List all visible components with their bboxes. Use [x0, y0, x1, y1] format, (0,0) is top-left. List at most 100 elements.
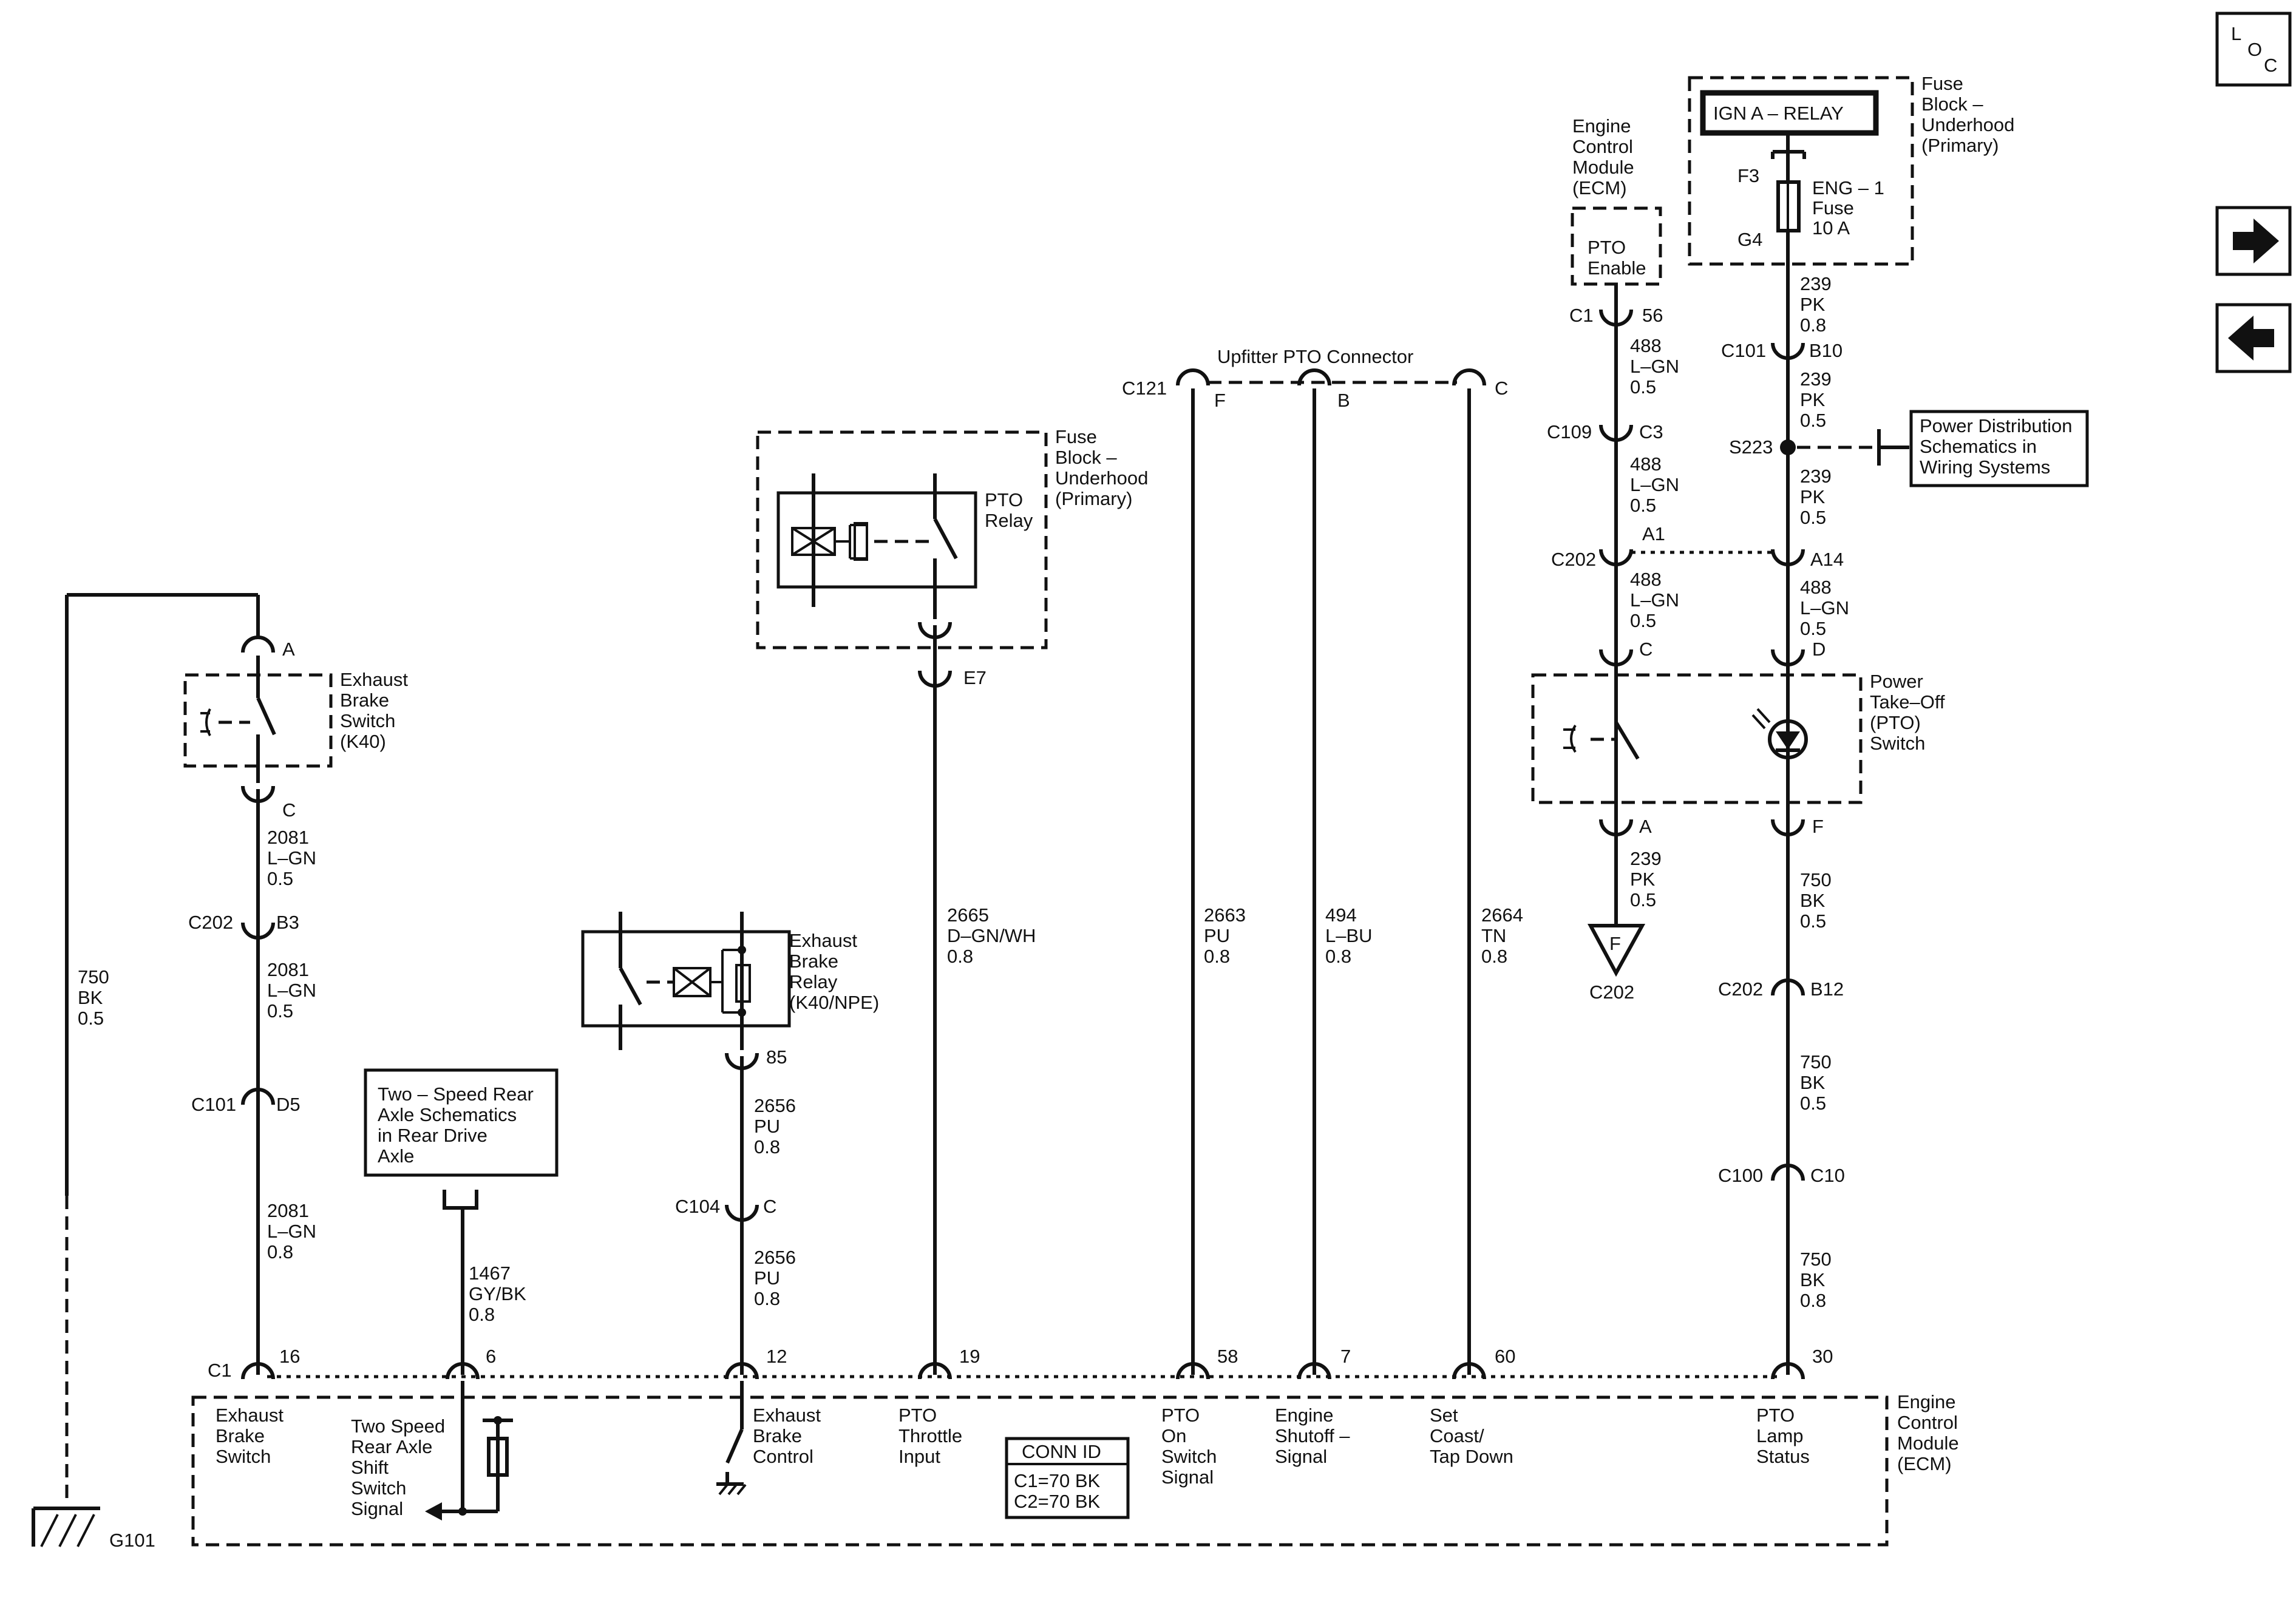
wire-label: 0.5 — [1800, 410, 1826, 431]
ground-g101: G101 — [32, 1507, 155, 1551]
exhaust-relay-title: (K40/NPE) — [789, 992, 879, 1013]
connector-label: C101 — [191, 1094, 236, 1115]
exhaust-relay-title: Relay — [789, 971, 838, 992]
pto-switch: C D Power Take–Off (PTO) Switch A F — [1531, 639, 1945, 837]
wire-label: 2081 — [267, 1200, 309, 1221]
wire-label: 1467 — [469, 1263, 511, 1284]
exhaust-switch-title: Brake — [340, 690, 389, 711]
wire-label: L–GN — [267, 980, 316, 1001]
ecm-input-label: Switch — [1161, 1446, 1217, 1467]
wire-750-3: 750 BK 0.8 — [1800, 1249, 1832, 1311]
wire-label: 239 — [1630, 848, 1662, 869]
ref-box-text: Two – Speed Rear — [378, 1083, 534, 1105]
connector-a14: A14 — [1771, 549, 1844, 570]
ref-box-text: Axle — [378, 1145, 414, 1167]
power-distribution-ref: Power Distribution Schematics in Wiring … — [1909, 410, 2089, 487]
ecm-input-label: Switch — [351, 1477, 406, 1499]
ecm-input-label: Brake — [753, 1425, 802, 1446]
wire-label: L–GN — [267, 847, 316, 869]
loc-l-text: L — [2231, 23, 2241, 44]
pin-label: B — [1337, 390, 1350, 411]
fuse-block-underhood-top: IGN A – RELAY Fuse Block – Underhood (Pr… — [1688, 73, 2014, 340]
wire-label: 494 — [1325, 904, 1357, 926]
conn-id-row: C1=70 BK — [1014, 1470, 1101, 1491]
ecm-input-label: Shift — [351, 1457, 389, 1478]
ecm-input-label: Signal — [351, 1498, 403, 1519]
pin-label: F — [1812, 816, 1824, 837]
ref-box-text: in Rear Drive — [378, 1125, 487, 1146]
ecm-pin: 58 — [1217, 1346, 1238, 1367]
splice-s223: S223 — [1729, 429, 1909, 466]
wire-label: 0.8 — [1204, 946, 1230, 967]
connector-c101-d5: C101 D5 — [191, 1088, 301, 1115]
wire-label: 0.8 — [754, 1136, 780, 1158]
fuse-block-title-line: Fuse — [1055, 426, 1097, 447]
pto-switch-title: (PTO) — [1870, 712, 1921, 733]
connector-label: B12 — [1810, 978, 1844, 1000]
ecm-input-label: Status — [1756, 1446, 1810, 1467]
ecm-title-line: Control — [1897, 1412, 1958, 1433]
loc-o-text: O — [2247, 39, 2262, 60]
connector-label: C10 — [1810, 1165, 1845, 1186]
wire-label: 0.5 — [1630, 495, 1656, 516]
pto-relay-title: Relay — [985, 510, 1033, 531]
connector-label: 56 — [1642, 305, 1663, 326]
splice-label: S223 — [1729, 436, 1773, 458]
ecm-pin: 7 — [1340, 1346, 1351, 1367]
connector-c202-a1: C202 A1 — [1551, 523, 1665, 570]
ref-box-text: Wiring Systems — [1920, 456, 2050, 478]
connector-label: A1 — [1642, 523, 1665, 544]
next-page-button[interactable] — [2215, 206, 2292, 276]
ecm-pin: 60 — [1495, 1346, 1515, 1367]
wire-label: PU — [754, 1116, 780, 1137]
ref-triangle-connector: C202 — [1589, 981, 1634, 1003]
switch-contact-icon — [1614, 721, 1640, 760]
wire-label: 2656 — [754, 1247, 796, 1268]
wire-494: 494 L–BU 0.8 — [1325, 904, 1373, 967]
pin-label: A — [1639, 816, 1652, 837]
fuse-block-title-line: (Primary) — [1921, 135, 1999, 156]
connector-label: C101 — [1721, 340, 1766, 361]
wire-2663: 2663 PU 0.8 — [1204, 904, 1246, 967]
ign-a-relay-label: IGN A – RELAY — [1713, 103, 1844, 124]
ecm-pin: 12 — [766, 1346, 787, 1367]
wire-label: TN — [1481, 925, 1506, 946]
ground-label: G101 — [109, 1530, 155, 1551]
ecm-input-label: Rear Axle — [351, 1436, 432, 1457]
wire-label: 0.5 — [1800, 1093, 1826, 1114]
conn-id-title: CONN ID — [1022, 1441, 1101, 1462]
wire-label: PK — [1800, 389, 1826, 410]
wire-label: L–GN — [1630, 474, 1679, 495]
wire-label: L–GN — [1800, 597, 1849, 619]
switch-contact-icon — [256, 697, 276, 736]
ecm-title-line: Engine — [1897, 1391, 1956, 1412]
fuse-label-line: ENG – 1 — [1812, 177, 1884, 198]
connector-label: C121 — [1122, 378, 1167, 399]
previous-page-button[interactable] — [2215, 303, 2292, 373]
wire-label: PU — [1204, 925, 1230, 946]
connector-e7: E7 — [918, 667, 987, 688]
connector-c104-c: C104 C — [675, 1196, 776, 1222]
wire-label: PU — [754, 1267, 780, 1289]
wire-label: 239 — [1800, 466, 1832, 487]
wire-label: PK — [1800, 486, 1826, 507]
wire-label: 750 — [1800, 1249, 1832, 1270]
ecm-title-line: Engine — [1572, 115, 1631, 137]
fuse-block-title-line: Block – — [1055, 447, 1117, 468]
wire-label: 239 — [1800, 368, 1832, 390]
wire-label: 0.8 — [1800, 1290, 1826, 1311]
fuse-pin-g4: G4 — [1737, 229, 1762, 250]
fuse-pin-f3: F3 — [1737, 165, 1759, 186]
ecm-input-label: Shutoff – — [1275, 1425, 1350, 1446]
connector-c202-b3: C202 B3 — [188, 912, 299, 940]
wire-750-ground: 750 BK 0.5 — [78, 966, 109, 1029]
loc-button[interactable]: L O C — [2215, 12, 2292, 87]
wire-750-1: 750 BK 0.5 — [1800, 869, 1832, 932]
connector-label: C100 — [1718, 1165, 1763, 1186]
ecm-input-label: Coast/ — [1430, 1425, 1484, 1446]
wire-label: PK — [1800, 294, 1826, 315]
ecm-title-line: Module — [1897, 1432, 1959, 1454]
lamp-icon — [1768, 719, 1808, 759]
wire-label: 750 — [78, 966, 109, 988]
wire-label: 2665 — [947, 904, 989, 926]
